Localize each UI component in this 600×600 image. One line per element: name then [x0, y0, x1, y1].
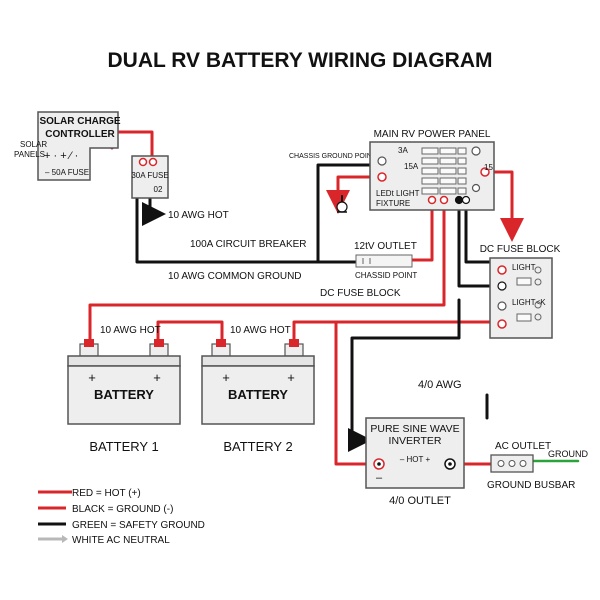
wire-main-hot: [88, 266, 446, 347]
chassis-ground-symbol: [336, 201, 348, 213]
label-10awg-hot-top: 10 AWG HOT: [168, 210, 229, 221]
legend-text-white: WHITE AC NEUTRAL: [72, 535, 170, 546]
wire-inverter-ground: [348, 298, 461, 452]
battery-1: + + BATTERY: [67, 339, 181, 425]
power-panel-title: MAIN RV POWER PANEL: [374, 129, 491, 140]
legend-text-black: BLACK = GROUND (-): [72, 504, 173, 515]
label-12v-outlet: 12tV OUTLET: [354, 241, 417, 252]
inverter-line-2: INVERTER: [389, 435, 442, 447]
label-common-ground: 10 AWG COMMON GROUND: [168, 271, 302, 282]
legend-arrow-white: [62, 535, 68, 543]
breaker-grid: [421, 147, 467, 195]
legend-text-red: RED = HOT (+): [72, 488, 141, 499]
battery-2-plus-right: +: [287, 370, 295, 385]
wire-12v-outlet: [410, 198, 434, 262]
inverter-minus: –: [376, 472, 383, 484]
battery-2-plus-left: +: [222, 370, 230, 385]
inverter-terminals: – HOT +: [400, 455, 431, 464]
panel-cell-15a: 15A: [404, 162, 419, 171]
label-10awg-hot-b2: 10 AWG HOT: [230, 325, 291, 336]
diagram-title: DUAL RV BATTERY WIRING DIAGRAM: [107, 49, 492, 72]
outlet-12v: [355, 254, 413, 268]
fuse-terminal-left: [138, 157, 148, 167]
battery-1-plus-right: +: [153, 370, 161, 385]
label-breaker: 100A CIRCUIT BREAKER: [190, 239, 307, 250]
wire-panel-fuseblock-1: [457, 198, 498, 288]
label-10awg-hot-b1: 10 AWG HOT: [100, 325, 161, 336]
panel-terminal-2: [377, 172, 387, 182]
wires: [88, 130, 580, 466]
wire-panel-fuseblock-2: [464, 198, 498, 264]
label-4-0-awg: 4/0 AWG: [418, 379, 462, 391]
panel-cell-a: 3A: [398, 146, 408, 155]
label-chassis-ground-point: CHASSIS GROUND POINT: [289, 153, 377, 160]
fuse-terminal-right: [148, 157, 158, 167]
solar-panels-label-1: SOLAR: [20, 140, 47, 149]
wire-ground-to-panel: [316, 163, 372, 264]
wire-10awg-hot: [142, 196, 166, 226]
panel-bottom-terminal-3: [454, 195, 464, 205]
fuse-30a-label: 30A FUSE: [131, 171, 168, 180]
legend: RED = HOT (+) BLACK = GROUND (-) GREEN =…: [38, 488, 205, 546]
legend-text-green: GREEN = SAFETY GROUND: [72, 520, 205, 531]
panel-terminal-5: [471, 183, 481, 193]
panel-light-fixture-2: FIXTURE: [376, 199, 410, 208]
label-ground: GROUND: [548, 449, 588, 459]
panel-bottom-terminal-2: [439, 195, 449, 205]
label-ground-busbar: GROUND BUSBAR: [487, 480, 575, 491]
label-4-0-outlet: 4/0 OUTLET: [389, 495, 451, 507]
battery-2-label: BATTERY: [228, 387, 288, 402]
battery-2-name: BATTERY 2: [223, 439, 292, 454]
panel-bottom-terminal-1: [427, 195, 437, 205]
wire-light-fixture: [326, 175, 374, 214]
controller-plus-minus: + · + ⁄ ·: [44, 150, 78, 162]
battery-2: + + BATTERY: [201, 339, 315, 425]
controller-title-1: SOLAR CHARGE: [39, 116, 120, 127]
wire-panel-fuseblock-red: [491, 170, 524, 242]
wire-inverter-hot: [334, 320, 378, 466]
panel-terminal-3: [471, 146, 481, 156]
fuse-30a-sub: 02: [154, 185, 163, 194]
dc-fuse-row-1: LIGHT: [512, 263, 536, 272]
label-ac-outlet: AC OUTLET: [495, 441, 551, 452]
controller-fuse-label: – 50A FUSE: [45, 168, 89, 177]
solar-charge-controller: SOLAR CHARGE CONTROLLER + · + ⁄ · – 50A …: [37, 111, 121, 181]
battery-1-plus-left: +: [88, 370, 96, 385]
panel-light-fixture-1: LEDt LIGHT: [376, 189, 420, 198]
panel-bottom-terminal-4: [461, 195, 471, 205]
fuse-30a: 30A FUSE 02: [131, 155, 169, 199]
wire-batt1-hot: [156, 320, 224, 347]
dc-fuse-block-title: DC FUSE BLOCK: [480, 244, 561, 255]
solar-panels-label-2: PANELS: [14, 150, 45, 159]
label-dc-fuse-block-mid: DC FUSE BLOCK: [320, 288, 401, 299]
controller-title-2: CONTROLLER: [45, 129, 115, 140]
main-power-panel: 3A 15A 15 LEDt LIGHT FIXTURE: [369, 141, 495, 211]
dc-fuse-block: LIGHT LIGHT<K: [489, 257, 553, 339]
panel-terminal-4: [480, 167, 490, 177]
wire-batt2-hot: [292, 320, 499, 347]
panel-terminal-1: [377, 156, 387, 166]
wire-ground-left: [135, 196, 357, 264]
panel-cell-15: 15: [484, 163, 493, 172]
dc-fuse-row-2: LIGHT<K: [512, 298, 546, 307]
battery-1-name: BATTERY 1: [89, 439, 158, 454]
inverter: PURE SINE WAVE INVERTER – HOT + –: [365, 417, 465, 489]
battery-1-label: BATTERY: [94, 387, 154, 402]
inverter-line-1: PURE SINE WAVE: [370, 423, 459, 435]
ground-busbar: [490, 454, 534, 473]
label-chassis-point: CHASSID POINT: [355, 271, 417, 280]
